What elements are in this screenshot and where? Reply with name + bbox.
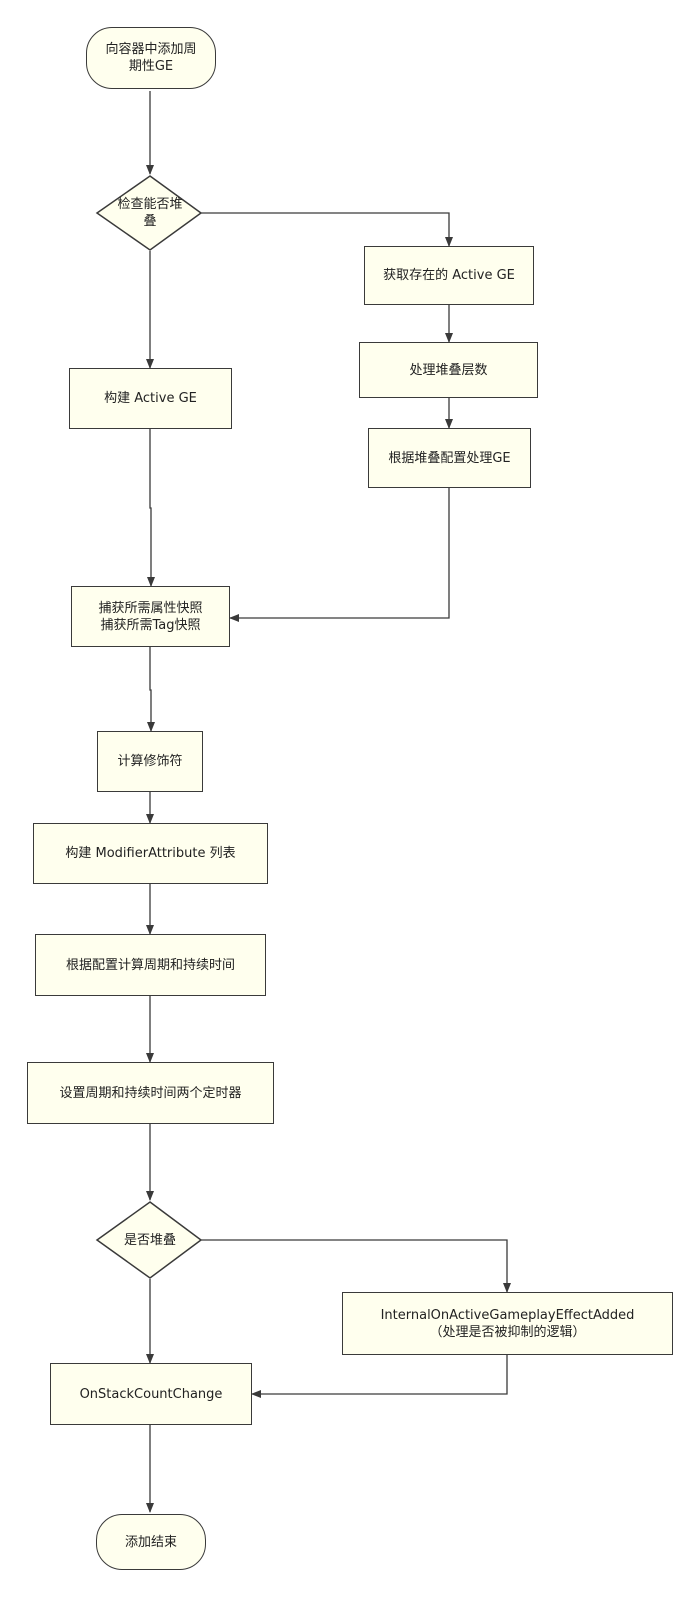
decision-check-stack-label: 检查能否堆 叠 (117, 197, 183, 229)
edge-internal-added-to-on-stack-change (251, 1355, 508, 1398)
calc-period-duration-node: 根据配置计算周期和持续时间 (35, 934, 266, 996)
decision-is-stacked-shape (95, 1201, 203, 1279)
build-active-ge-node: 构建 Active GE (69, 368, 232, 429)
get-existing-active-ge-node: 获取存在的 Active GE (364, 246, 534, 305)
edge-capture-to-calc-modifiers (147, 647, 155, 732)
end-node: 添加结束 (96, 1514, 206, 1570)
edge-build-active-to-capture (147, 429, 155, 587)
capture-snapshots-node: 捕获所需属性快照 捕获所需Tag快照 (71, 586, 230, 647)
handle-ge-by-stack-config-node: 根据堆叠配置处理GE (368, 428, 531, 488)
decision-is-stacked-label: 是否堆叠 (123, 1232, 176, 1248)
edge-by-config-to-capture (229, 488, 450, 622)
on-stack-count-change-node: OnStackCountChange (50, 1363, 252, 1425)
internal-on-active-ge-added-node: InternalOnActiveGameplayEffectAdded （处理是… (342, 1292, 673, 1355)
set-timers-node: 设置周期和持续时间两个定时器 (27, 1062, 274, 1124)
edge-is-stacked-to-internal-added (201, 1239, 511, 1293)
calc-modifiers-node: 计算修饰符 (97, 731, 203, 792)
edge-check-to-get-existing (201, 212, 453, 247)
build-modifier-attribute-list-node: 构建 ModifierAttribute 列表 (33, 823, 268, 884)
handle-stack-layers-node: 处理堆叠层数 (359, 342, 538, 398)
decision-check-stack-shape (95, 175, 203, 251)
start-node: 向容器中添加周 期性GE (86, 27, 216, 89)
